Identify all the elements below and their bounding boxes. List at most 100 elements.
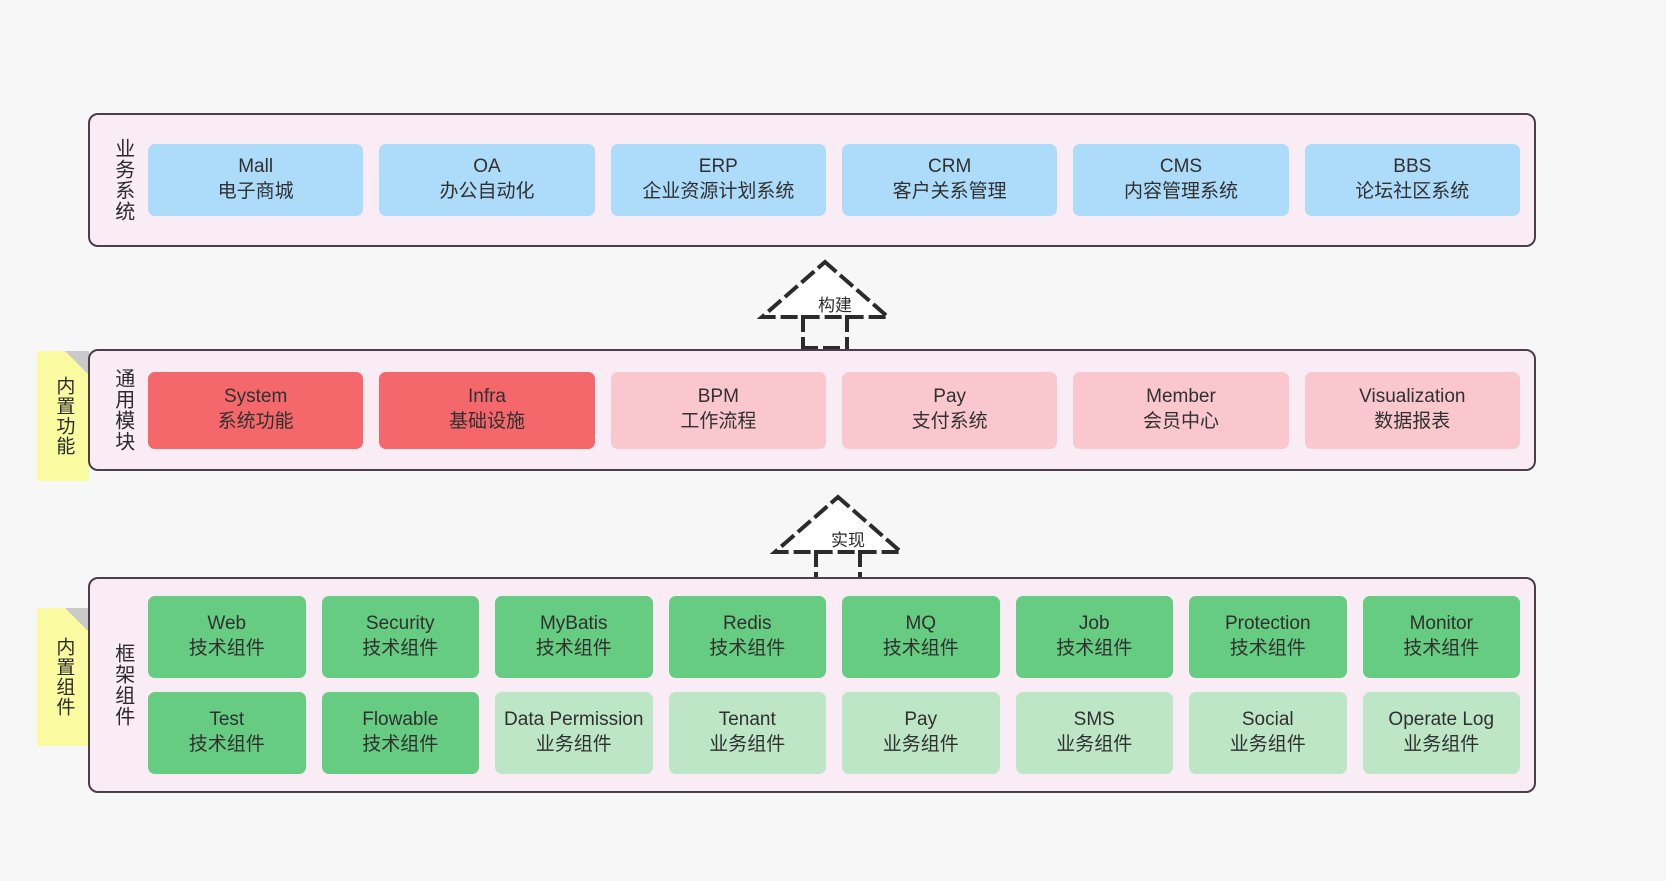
card-title-zh: 论坛社区系统	[1355, 181, 1470, 202]
connector-build-label: 构建	[818, 296, 852, 315]
card-infra[interactable]: Infra 基础设施	[379, 371, 595, 449]
sticky-note-label: 内置组件	[53, 637, 75, 717]
card-title-en: SMS	[1073, 709, 1115, 731]
card-title-en: Tenant	[718, 709, 776, 731]
generalization-arrow-icon	[756, 259, 894, 352]
card-redis[interactable]: Redis 技术组件	[668, 596, 826, 678]
card-title-zh: 业务组件	[1229, 734, 1306, 755]
card-title-en: Pay	[933, 386, 967, 408]
card-title-zh: 业务组件	[535, 734, 612, 755]
card-sms[interactable]: SMS 业务组件	[1015, 692, 1173, 774]
card-title-zh: 客户关系管理	[892, 181, 1007, 202]
card-row: Test 技术组件 Flowable 技术组件 Data Permission …	[148, 692, 1520, 774]
card-title-zh: 业务组件	[882, 734, 959, 755]
card-row: Web 技术组件 Security 技术组件 MyBatis 技术组件 Redi…	[148, 596, 1520, 678]
card-title-en: Monitor	[1409, 613, 1473, 635]
layer-title-business: 业务系统	[111, 138, 134, 222]
card-title-zh: 技术组件	[709, 638, 786, 659]
layer-framework-cards: Web 技术组件 Security 技术组件 MyBatis 技术组件 Redi…	[142, 596, 1534, 774]
card-title-en: Flowable	[362, 709, 439, 731]
card-social[interactable]: Social 业务组件	[1189, 692, 1347, 774]
card-title-zh: 技术组件	[882, 638, 959, 659]
card-title-zh: 数据报表	[1374, 411, 1451, 432]
page-fold-icon	[65, 351, 89, 375]
card-title-en: Job	[1078, 613, 1110, 635]
card-oa[interactable]: OA 办公自动化	[379, 144, 595, 216]
card-bpm[interactable]: BPM 工作流程	[610, 371, 826, 449]
card-operate-log[interactable]: Operate Log 业务组件	[1362, 692, 1520, 774]
card-title-zh: 内容管理系统	[1123, 181, 1238, 202]
card-protection[interactable]: Protection 技术组件	[1189, 596, 1347, 678]
layer-title-modules: 通用模块	[111, 368, 134, 452]
card-title-zh: 业务组件	[1056, 734, 1133, 755]
layer-modules-cards: System 系统功能 Infra 基础设施 BPM 工作流程 Pay 支付系统…	[142, 371, 1534, 449]
card-title-en: Web	[207, 613, 247, 635]
connector-implement: 实现	[768, 490, 928, 587]
card-visualization[interactable]: Visualization 数据报表	[1304, 371, 1520, 449]
card-mybatis[interactable]: MyBatis 技术组件	[495, 596, 653, 678]
card-title-zh: 工作流程	[680, 411, 757, 432]
card-title-zh: 技术组件	[535, 638, 612, 659]
card-title-zh: 技术组件	[188, 734, 265, 755]
card-title-en: BBS	[1393, 156, 1432, 178]
card-title-zh: 支付系统	[911, 411, 988, 432]
card-mall[interactable]: Mall 电子商城	[148, 144, 364, 216]
layer-business-cards: Mall 电子商城 OA 办公自动化 ERP 企业资源计划系统 CRM 客户关系…	[142, 144, 1534, 216]
card-cms[interactable]: CMS 内容管理系统	[1073, 144, 1289, 216]
card-title-en: Social	[1241, 709, 1294, 731]
card-data-permission[interactable]: Data Permission 业务组件	[495, 692, 653, 774]
card-title-en: Security	[365, 613, 435, 635]
card-title-zh: 业务组件	[709, 734, 786, 755]
card-title-zh: 技术组件	[1403, 638, 1480, 659]
layer-common-modules: 通用模块 System 系统功能 Infra 基础设施 BPM 工作流程 Pay…	[88, 349, 1536, 471]
card-row: System 系统功能 Infra 基础设施 BPM 工作流程 Pay 支付系统…	[148, 371, 1520, 449]
card-title-zh: 基础设施	[448, 411, 525, 432]
card-title-zh: 技术组件	[188, 638, 265, 659]
card-system[interactable]: System 系统功能	[148, 371, 364, 449]
card-title-zh: 系统功能	[217, 411, 294, 432]
card-title-en: CRM	[928, 156, 972, 178]
sticky-note-builtin-components: 内置组件	[37, 608, 89, 746]
card-title-zh: 企业资源计划系统	[642, 181, 795, 202]
card-tenant[interactable]: Tenant 业务组件	[668, 692, 826, 774]
card-mq[interactable]: MQ 技术组件	[842, 596, 1000, 678]
card-monitor[interactable]: Monitor 技术组件	[1362, 596, 1520, 678]
layer-business-systems: 业务系统 Mall 电子商城 OA 办公自动化 ERP 企业资源计划系统 CRM…	[88, 113, 1536, 247]
card-row: Mall 电子商城 OA 办公自动化 ERP 企业资源计划系统 CRM 客户关系…	[148, 144, 1520, 216]
card-title-en: ERP	[698, 156, 738, 178]
card-job[interactable]: Job 技术组件	[1015, 596, 1173, 678]
card-title-en: CMS	[1159, 156, 1203, 178]
connector-implement-label: 实现	[831, 531, 865, 550]
card-security[interactable]: Security 技术组件	[321, 596, 479, 678]
card-bbs[interactable]: BBS 论坛社区系统	[1304, 144, 1520, 216]
card-flowable[interactable]: Flowable 技术组件	[321, 692, 479, 774]
card-title-en: Infra	[467, 386, 506, 408]
card-title-zh: 技术组件	[1056, 638, 1133, 659]
card-pay-module[interactable]: Pay 支付系统	[841, 371, 1058, 449]
card-title-zh: 技术组件	[1229, 638, 1306, 659]
card-web[interactable]: Web 技术组件	[148, 596, 306, 678]
card-title-en: Mall	[238, 156, 274, 178]
card-title-en: System	[223, 386, 288, 408]
card-title-en: Protection	[1224, 613, 1311, 635]
card-title-zh: 技术组件	[362, 638, 439, 659]
card-title-en: BPM	[697, 386, 739, 408]
card-test[interactable]: Test 技术组件	[148, 692, 306, 774]
connector-build: 构建	[755, 255, 915, 352]
layer-title-framework: 框架组件	[111, 643, 134, 727]
card-title-zh: 技术组件	[362, 734, 439, 755]
card-title-en: MyBatis	[539, 613, 608, 635]
card-title-en: Test	[209, 709, 245, 731]
card-pay-component[interactable]: Pay 业务组件	[842, 692, 1000, 774]
card-crm[interactable]: CRM 客户关系管理	[841, 144, 1058, 216]
card-title-en: MQ	[905, 613, 937, 635]
sticky-note-builtin-features: 内置功能	[37, 351, 89, 481]
card-title-en: Member	[1146, 386, 1216, 408]
card-title-zh: 业务组件	[1403, 734, 1480, 755]
card-title-en: OA	[473, 156, 501, 178]
card-title-en: Operate Log	[1388, 709, 1495, 731]
card-member[interactable]: Member 会员中心	[1073, 371, 1289, 449]
card-title-en: Redis	[722, 613, 772, 635]
card-erp[interactable]: ERP 企业资源计划系统	[610, 144, 826, 216]
